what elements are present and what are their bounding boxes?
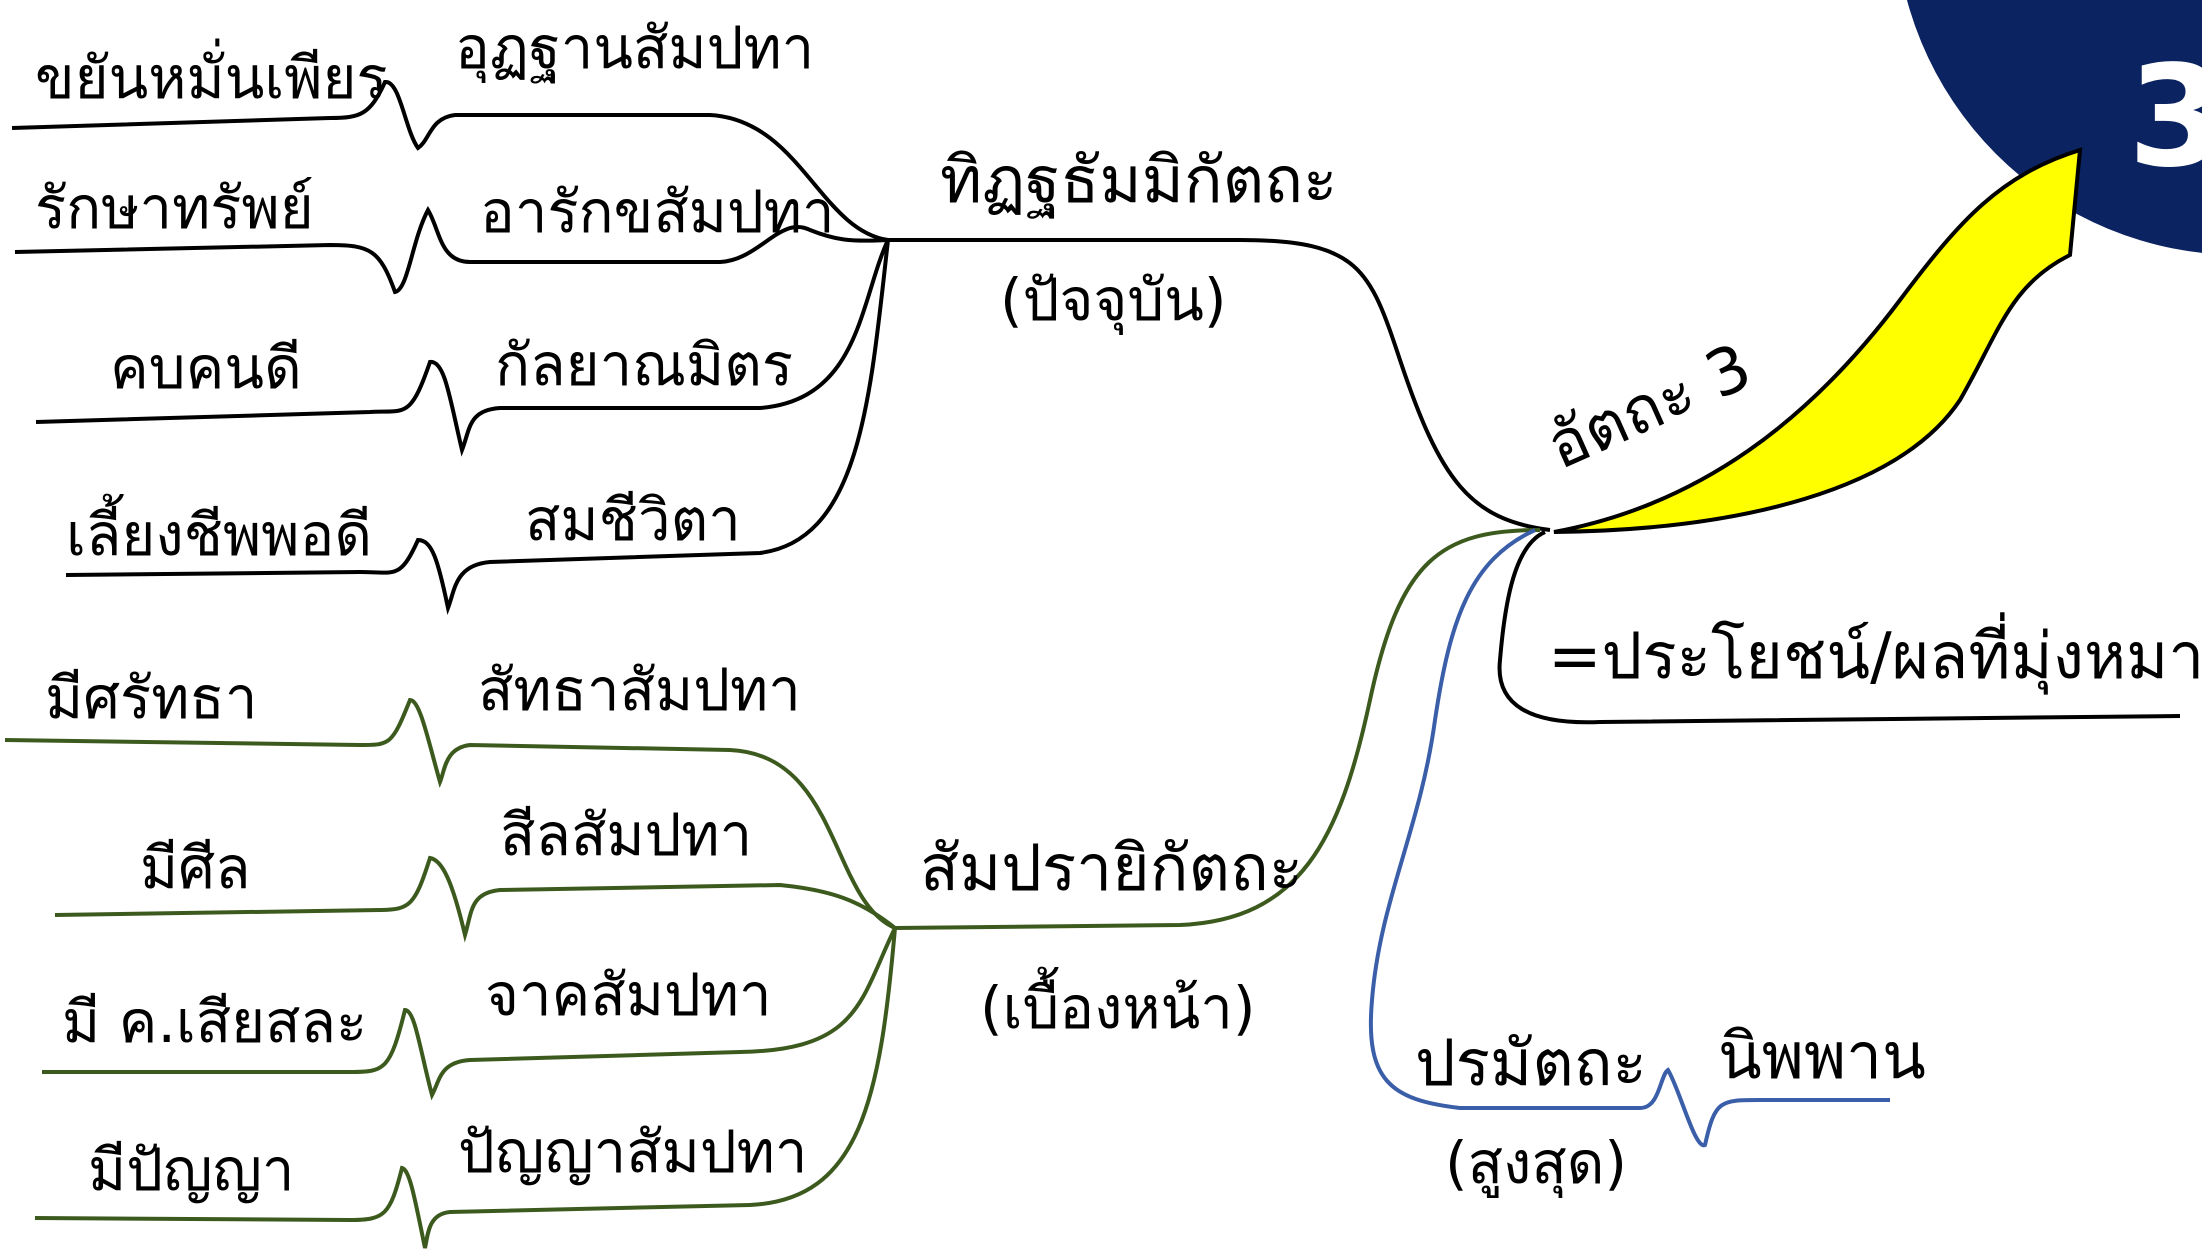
present-virtue-4: สมชีวิตา bbox=[525, 486, 741, 554]
present-virtue-3: กัลยาณมิตร bbox=[495, 331, 793, 399]
branch-ultimate-subtitle: (สูงสุด) bbox=[1445, 1129, 1627, 1199]
present-meaning-3: คบคนดี bbox=[110, 334, 302, 402]
central-circle bbox=[1906, 0, 2202, 253]
central-number: 3 bbox=[2128, 36, 2202, 199]
root-definition-bracket bbox=[1497, 530, 2181, 725]
future-spoke-1 bbox=[4, 697, 896, 930]
future-meaning-3: มี ค.เสียสละ bbox=[62, 988, 367, 1056]
present-spoke-1 bbox=[11, 80, 889, 242]
branch-present-connector bbox=[888, 238, 1551, 532]
branch-present-title: ทิฏฐธัมมิกัตถะ bbox=[940, 144, 1337, 219]
present-meaning-4: เลี้ยงชีพพอดี bbox=[66, 494, 372, 569]
present-spoke-2 bbox=[14, 205, 889, 295]
branch-present-subtitle: (ปัจจุบัน) bbox=[1000, 266, 1227, 336]
highlight-brush bbox=[1553, 147, 2083, 534]
present-virtue-2: อารักขสัมปทา bbox=[480, 178, 835, 246]
future-spoke-4 bbox=[34, 927, 897, 1249]
branch-present: ทิฏฐธัมมิกัตถะ (ปัจจุบัน) อุฏฐานสัมปทา ข… bbox=[11, 14, 1551, 616]
present-meaning-1: ขยันหมั่นเพียร bbox=[35, 38, 388, 112]
branch-future-title: สัมปรายิกัตถะ bbox=[920, 832, 1303, 906]
future-virtue-4: ปัญญาสัมปทา bbox=[458, 1118, 807, 1186]
future-meaning-2: มีศีล bbox=[140, 834, 251, 902]
central-node: 3 bbox=[1906, 0, 2202, 253]
root-label: อัตถะ 3 bbox=[1536, 330, 1762, 485]
root-definition: =ประโยชน์/ผลที่มุ่งหมาย bbox=[1548, 612, 2202, 695]
branch-future-connector bbox=[894, 528, 1541, 930]
present-spoke-4 bbox=[65, 239, 890, 616]
branch-ultimate-goal: นิพพาน bbox=[1718, 1020, 1926, 1094]
branch-future-subtitle: (เบื้องหน้า) bbox=[980, 967, 1256, 1042]
future-meaning-4: มีปัญญา bbox=[88, 1136, 294, 1204]
present-spoke-3 bbox=[35, 239, 890, 457]
future-virtue-2: สีลสัมปทา bbox=[500, 801, 752, 869]
future-meaning-1: มีศรัทธา bbox=[45, 664, 257, 732]
branch-ultimate-connector bbox=[1368, 528, 1890, 1148]
future-spoke-3 bbox=[42, 927, 897, 1101]
present-meaning-2: รักษาทรัพย์ bbox=[35, 174, 314, 242]
future-virtue-1: สัทธาสัมปทา bbox=[478, 656, 801, 724]
branch-future: สัมปรายิกัตถะ (เบื้องหน้า) สัทธาสัมปทา ม… bbox=[4, 528, 1541, 1249]
future-spoke-2 bbox=[54, 855, 897, 943]
present-virtue-1: อุฏฐานสัมปทา bbox=[455, 14, 814, 84]
branch-ultimate-title: ปรมัตถะ bbox=[1415, 1027, 1647, 1101]
future-virtue-3: จาคสัมปทา bbox=[485, 961, 772, 1029]
branch-ultimate: ปรมัตถะ (สูงสุด) นิพพาน bbox=[1368, 528, 1926, 1199]
